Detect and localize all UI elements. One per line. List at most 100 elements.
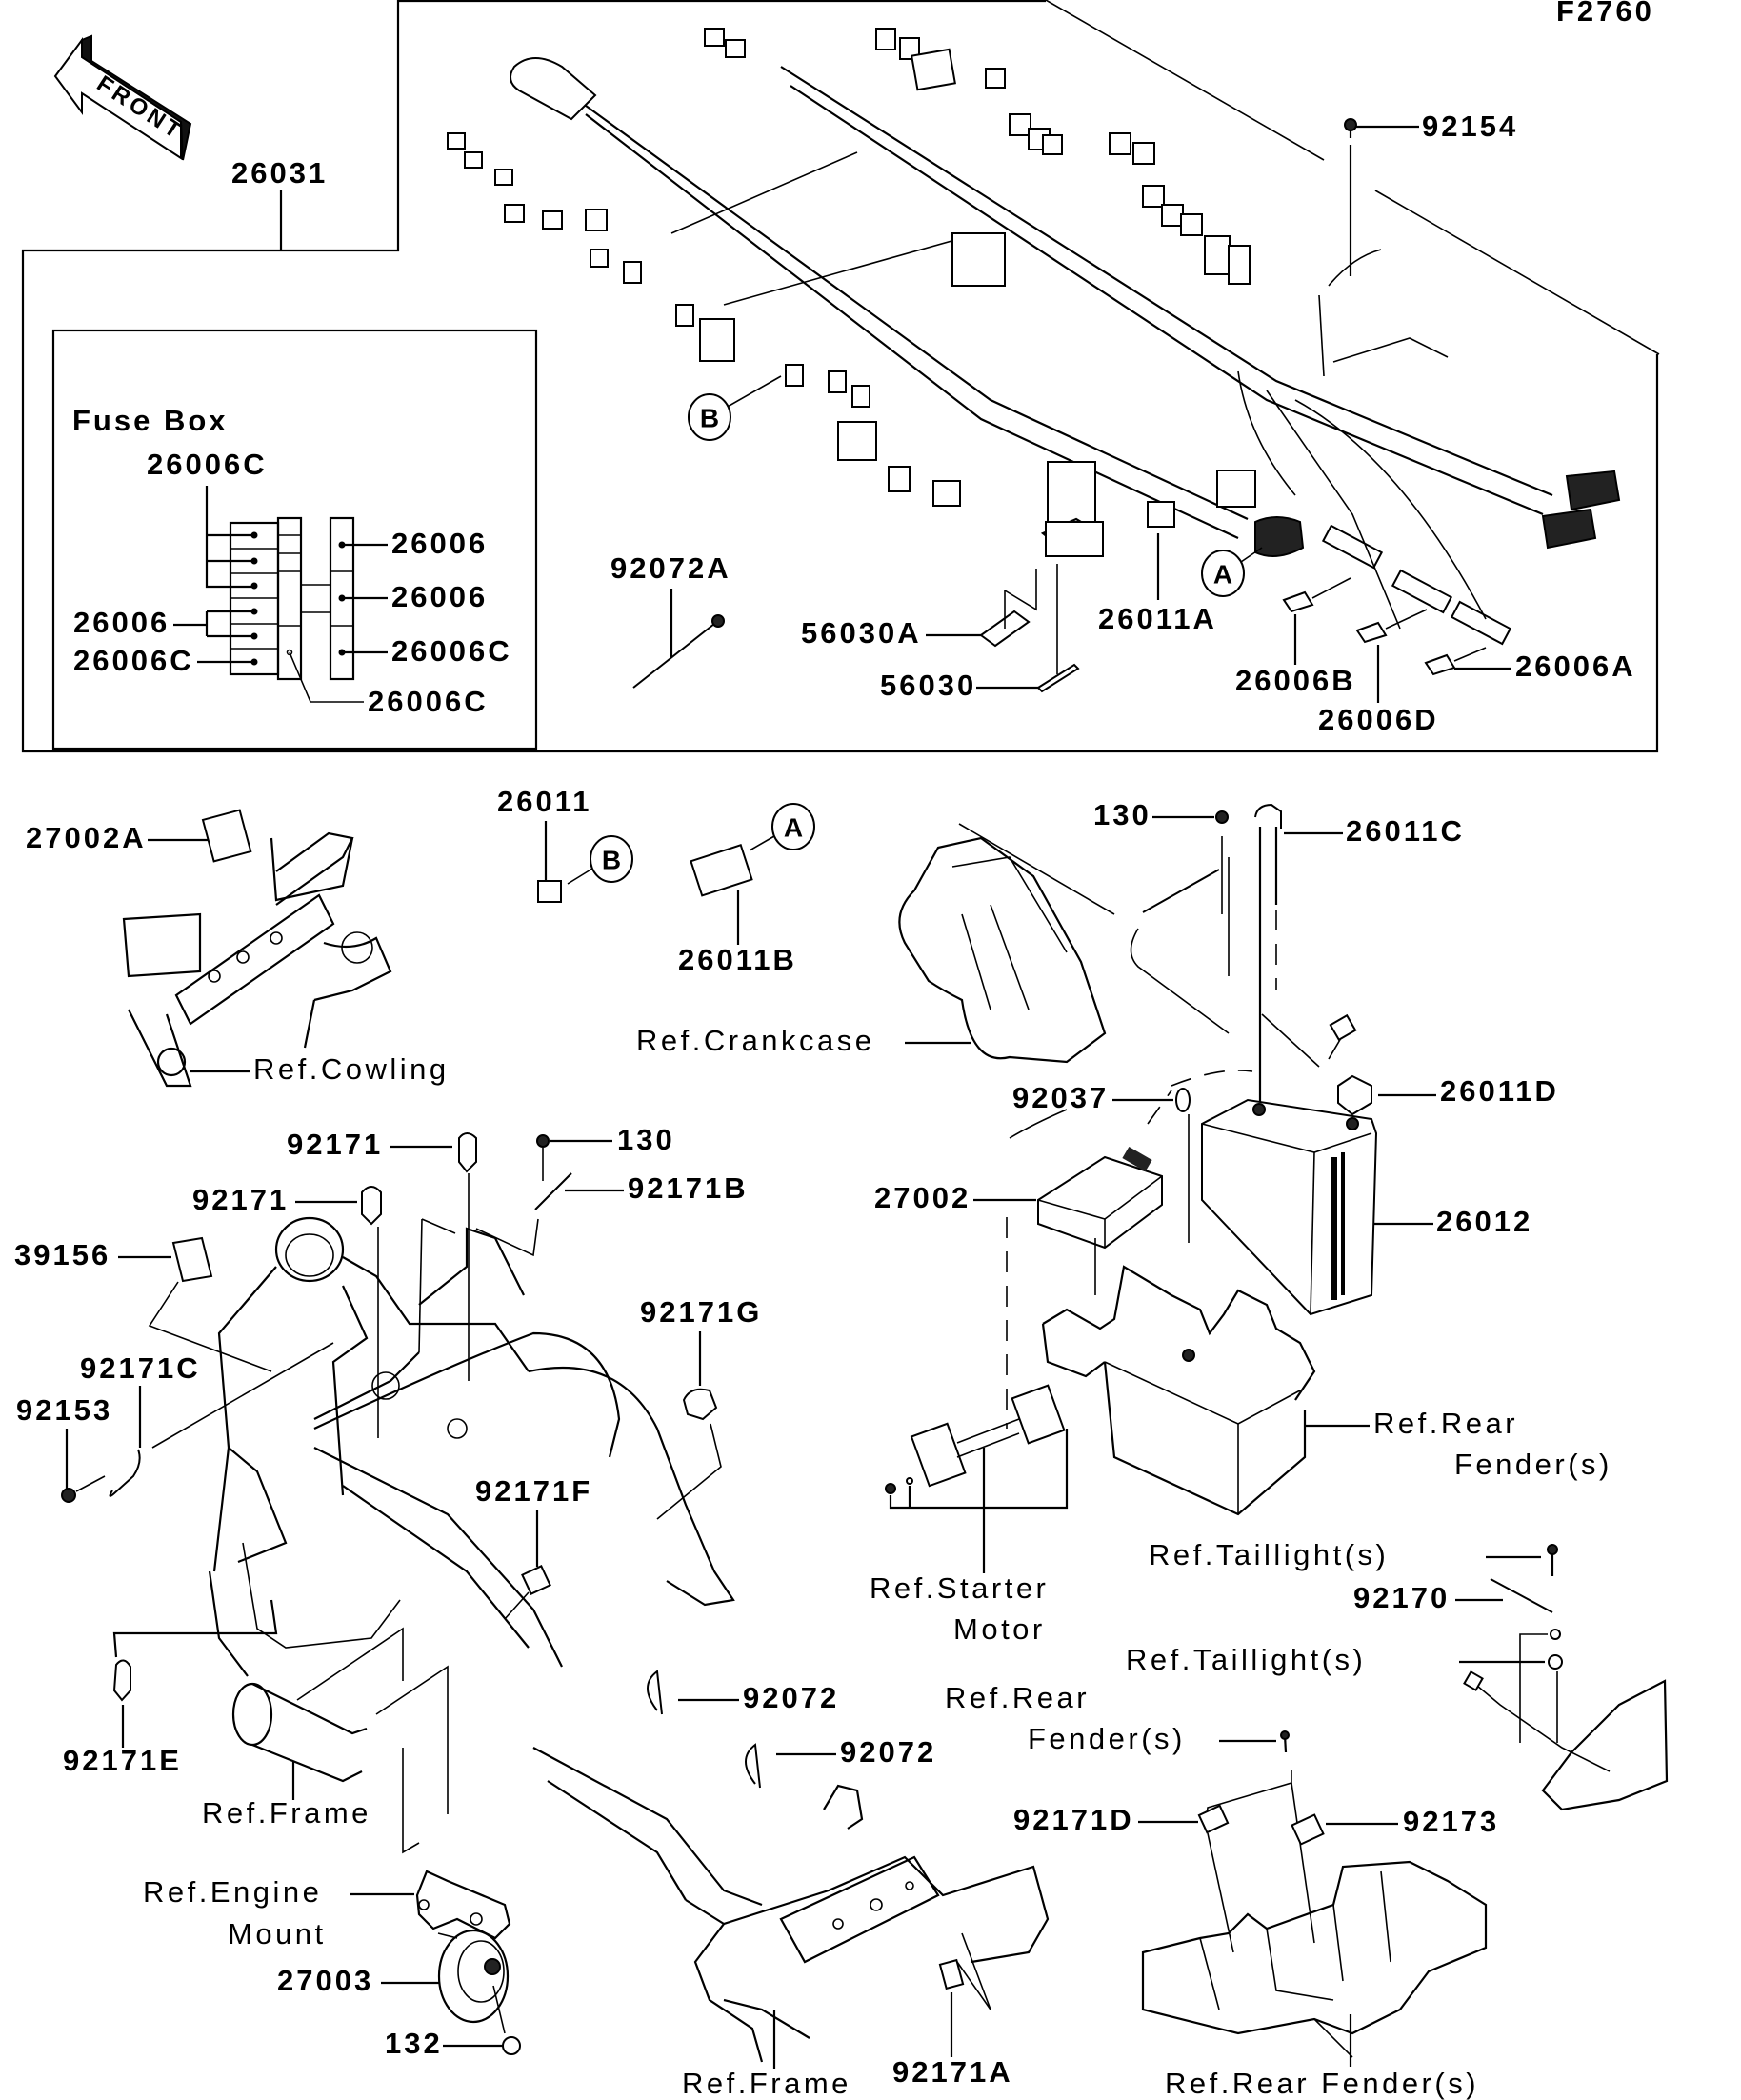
callout-130-top[interactable]: 130 — [1093, 798, 1229, 914]
label-56030[interactable]: 56030 — [880, 669, 976, 702]
label-92171-b[interactable]: 92171 — [192, 1183, 289, 1216]
label-26006a[interactable]: 26006A — [1515, 650, 1636, 683]
label-26006b[interactable]: 26006B — [1235, 664, 1356, 697]
label-ref-taillight-1[interactable]: Ref.Taillight(s) — [1149, 1538, 1389, 1571]
callout-ref-frame-left[interactable]: Ref.Frame — [202, 1762, 371, 1830]
callout-26031[interactable]: 26031 — [231, 156, 328, 250]
label-fuse-26006-right-2[interactable]: 26006 — [391, 580, 488, 613]
label-92171-a[interactable]: 92171 — [287, 1128, 383, 1161]
callout-ref-cowling[interactable]: Ref.Cowling — [190, 1052, 450, 1086]
label-92037[interactable]: 92037 — [1012, 1081, 1109, 1114]
label-ref-rear-fender-bottom[interactable]: Ref.Rear Fender(s) — [1165, 2067, 1479, 2100]
label-26006d[interactable]: 26006D — [1318, 703, 1439, 736]
callout-26011c[interactable]: 26011C — [1254, 803, 1465, 1129]
callout-ref-starter[interactable]: Ref.Starter Motor — [870, 1448, 1049, 1646]
callout-92154[interactable]: 92154 — [1344, 110, 1518, 276]
label-ref-rear-fender-mid-2[interactable]: Fender(s) — [1028, 1722, 1186, 1755]
label-ref-rear-fender-mid-1[interactable]: Ref.Rear — [945, 1681, 1090, 1714]
callout-130-mid[interactable]: 130 — [536, 1123, 675, 1181]
callout-92171b[interactable]: 92171B — [418, 1171, 749, 1353]
callout-132[interactable]: 132 — [385, 1985, 521, 2060]
callout-26006a[interactable]: 26006A — [1424, 647, 1636, 683]
label-fuse-26006c-right-3[interactable]: 26006C — [391, 634, 512, 668]
label-fuse-26006-right-1[interactable]: 26006 — [391, 527, 488, 560]
label-92171a[interactable]: 92171A — [892, 2055, 1013, 2089]
label-26011c[interactable]: 26011C — [1346, 814, 1465, 848]
callout-92171d[interactable]: 92171D — [1013, 1803, 1234, 1953]
label-92153[interactable]: 92153 — [16, 1393, 112, 1427]
label-92171e[interactable]: 92171E — [63, 1744, 182, 1777]
callout-circle-a-harness[interactable]: A — [1201, 547, 1263, 597]
callout-92171f[interactable]: 92171F — [475, 1474, 592, 1620]
label-27002a[interactable]: 27002A — [26, 821, 147, 854]
label-92171b[interactable]: 92171B — [628, 1171, 749, 1205]
callout-27003[interactable]: 27003 — [277, 1929, 510, 2024]
label-ref-taillight-2[interactable]: Ref.Taillight(s) — [1126, 1643, 1366, 1676]
label-26011a[interactable]: 26011A — [1098, 602, 1217, 635]
callout-92037[interactable]: 92037 — [1012, 1081, 1191, 1243]
callout-92171a[interactable]: 92171A — [892, 1932, 1013, 2089]
label-92072-1[interactable]: 92072 — [743, 1681, 839, 1714]
callout-ref-taillight-1[interactable]: Ref.Taillight(s) — [1149, 1538, 1558, 1576]
label-ref-crankcase[interactable]: Ref.Crankcase — [636, 1024, 875, 1057]
callout-26011d[interactable]: 26011D — [1328, 1013, 1559, 1116]
callout-ref-rear-fender-bottom[interactable]: Ref.Rear Fender(s) — [1165, 2014, 1479, 2100]
callout-ref-engine-mount[interactable]: Ref.Engine Mount — [143, 1875, 414, 1950]
callout-92173[interactable]: 92173 — [1291, 1805, 1500, 1846]
label-ref-engine-mount-1[interactable]: Ref.Engine — [143, 1875, 322, 1909]
label-ref-rear-fender-right-1[interactable]: Ref.Rear — [1373, 1407, 1518, 1440]
callout-92171g[interactable]: 92171G — [640, 1295, 762, 1520]
label-ref-cowling[interactable]: Ref.Cowling — [253, 1052, 450, 1086]
label-26011[interactable]: 26011 — [497, 785, 592, 818]
label-92171c[interactable]: 92171C — [80, 1351, 201, 1385]
callout-92171c[interactable]: 92171C — [80, 1342, 334, 1497]
label-92072a[interactable]: 92072A — [610, 551, 731, 585]
callout-39156[interactable]: 39156 — [14, 1236, 272, 1372]
label-130-mid[interactable]: 130 — [617, 1123, 675, 1156]
label-ref-frame-bottom[interactable]: Ref.Frame — [682, 2067, 851, 2100]
label-26011d[interactable]: 26011D — [1440, 1074, 1559, 1108]
label-132[interactable]: 132 — [385, 2027, 443, 2060]
callout-ref-rear-fender-mid[interactable]: Ref.Rear Fender(s) — [945, 1681, 1315, 1944]
callout-ref-frame-bottom[interactable]: Ref.Frame — [682, 2010, 851, 2100]
callout-ref-taillight-2[interactable]: Ref.Taillight(s) — [1126, 1629, 1563, 1743]
label-92154[interactable]: 92154 — [1422, 110, 1518, 143]
callout-92170[interactable]: 92170 — [1353, 1578, 1553, 1614]
label-ref-engine-mount-2[interactable]: Mount — [228, 1917, 327, 1950]
callout-92171e[interactable]: 92171E — [63, 1599, 278, 1777]
label-fuse-26006c-bottom[interactable]: 26006C — [368, 685, 489, 718]
label-39156[interactable]: 39156 — [14, 1238, 110, 1271]
callout-92072-2[interactable]: 92072 — [745, 1735, 936, 1789]
label-92072-2[interactable]: 92072 — [840, 1735, 936, 1769]
label-26012[interactable]: 26012 — [1436, 1205, 1532, 1238]
label-92171d[interactable]: 92171D — [1013, 1803, 1134, 1836]
callout-56030[interactable]: 56030 — [880, 564, 1080, 702]
callout-92171-a[interactable]: 92171 — [287, 1128, 477, 1381]
label-92170[interactable]: 92170 — [1353, 1581, 1450, 1614]
callout-26012[interactable]: 26012 — [1373, 1205, 1532, 1238]
label-fuse-26006-left[interactable]: 26006 — [73, 606, 170, 639]
callout-92153[interactable]: 92153 — [16, 1393, 112, 1503]
label-ref-rear-fender-right-2[interactable]: Fender(s) — [1454, 1448, 1612, 1481]
callout-26006d[interactable]: 26006D — [1318, 609, 1439, 736]
label-ref-starter-1[interactable]: Ref.Starter — [870, 1571, 1049, 1605]
label-27003[interactable]: 27003 — [277, 1964, 373, 1997]
label-130-top[interactable]: 130 — [1093, 798, 1151, 831]
callout-ref-crankcase[interactable]: Ref.Crankcase — [636, 1024, 971, 1057]
label-fuse-26006c-top[interactable]: 26006C — [147, 448, 268, 481]
label-56030a[interactable]: 56030A — [801, 616, 922, 650]
label-92171g[interactable]: 92171G — [640, 1295, 762, 1329]
callout-26011[interactable]: 26011 B — [497, 785, 633, 903]
label-fuse-26006c-left[interactable]: 26006C — [73, 644, 194, 677]
label-92171f[interactable]: 92171F — [475, 1474, 592, 1508]
callout-ref-rear-fender-right[interactable]: Ref.Rear Fender(s) — [1305, 1407, 1612, 1481]
callout-92072a[interactable]: 92072A — [610, 551, 731, 689]
callout-26011a[interactable]: 26011A — [1098, 501, 1217, 635]
callout-27002[interactable]: 27002 — [874, 1109, 1096, 1429]
label-92173[interactable]: 92173 — [1403, 1805, 1499, 1838]
callout-92072-1[interactable]: 92072 — [647, 1670, 839, 1714]
callout-92171-b[interactable]: 92171 — [192, 1183, 382, 1438]
label-27002[interactable]: 27002 — [874, 1181, 971, 1214]
label-ref-frame-left[interactable]: Ref.Frame — [202, 1796, 371, 1830]
callout-26011b[interactable]: A 26011B — [678, 803, 815, 976]
